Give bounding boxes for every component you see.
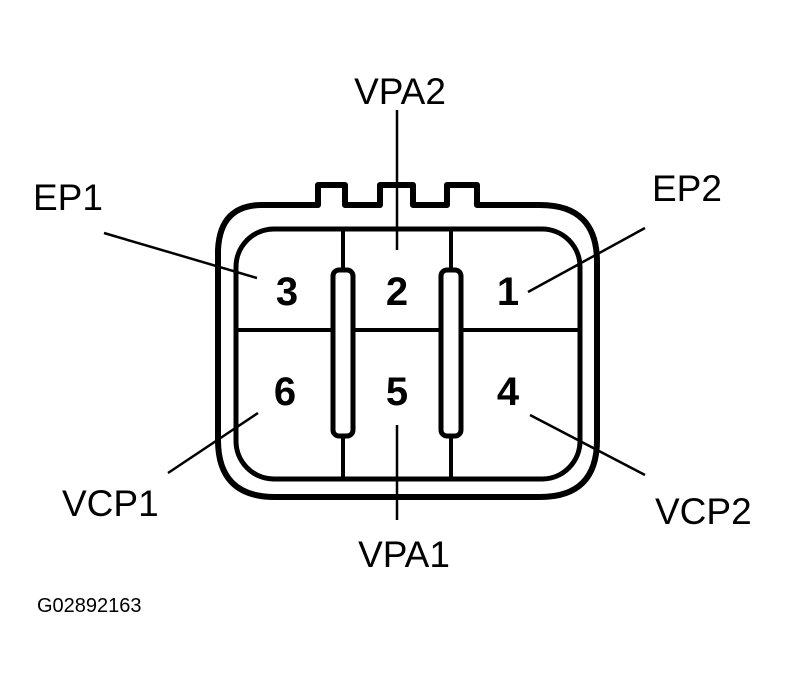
label-vcp2: VCP2 <box>655 491 752 532</box>
pin-1: 1 <box>497 270 519 314</box>
pin-4: 4 <box>497 370 520 414</box>
latch-bar-right <box>438 267 464 439</box>
label-vcp1: VCP1 <box>62 483 159 524</box>
pin-2: 2 <box>386 270 408 314</box>
connector-housing-outline <box>215 182 600 500</box>
pin-6: 6 <box>274 370 296 414</box>
label-vpa2: VPA2 <box>354 71 446 112</box>
leader-line-ep1 <box>103 231 258 280</box>
leader-line-ep2 <box>527 226 646 294</box>
pin-5: 5 <box>386 370 408 414</box>
label-ep2: EP2 <box>652 168 722 209</box>
pin-3: 3 <box>276 270 298 314</box>
figure-code: G02892163 <box>37 595 142 617</box>
leader-line-vcp1 <box>167 411 259 475</box>
label-vpa1: VPA1 <box>358 534 450 575</box>
label-ep1: EP1 <box>33 177 103 218</box>
connector-inner-cavity <box>233 226 583 482</box>
latch-bar-left <box>330 267 356 439</box>
leader-line-vcp2 <box>529 413 646 477</box>
